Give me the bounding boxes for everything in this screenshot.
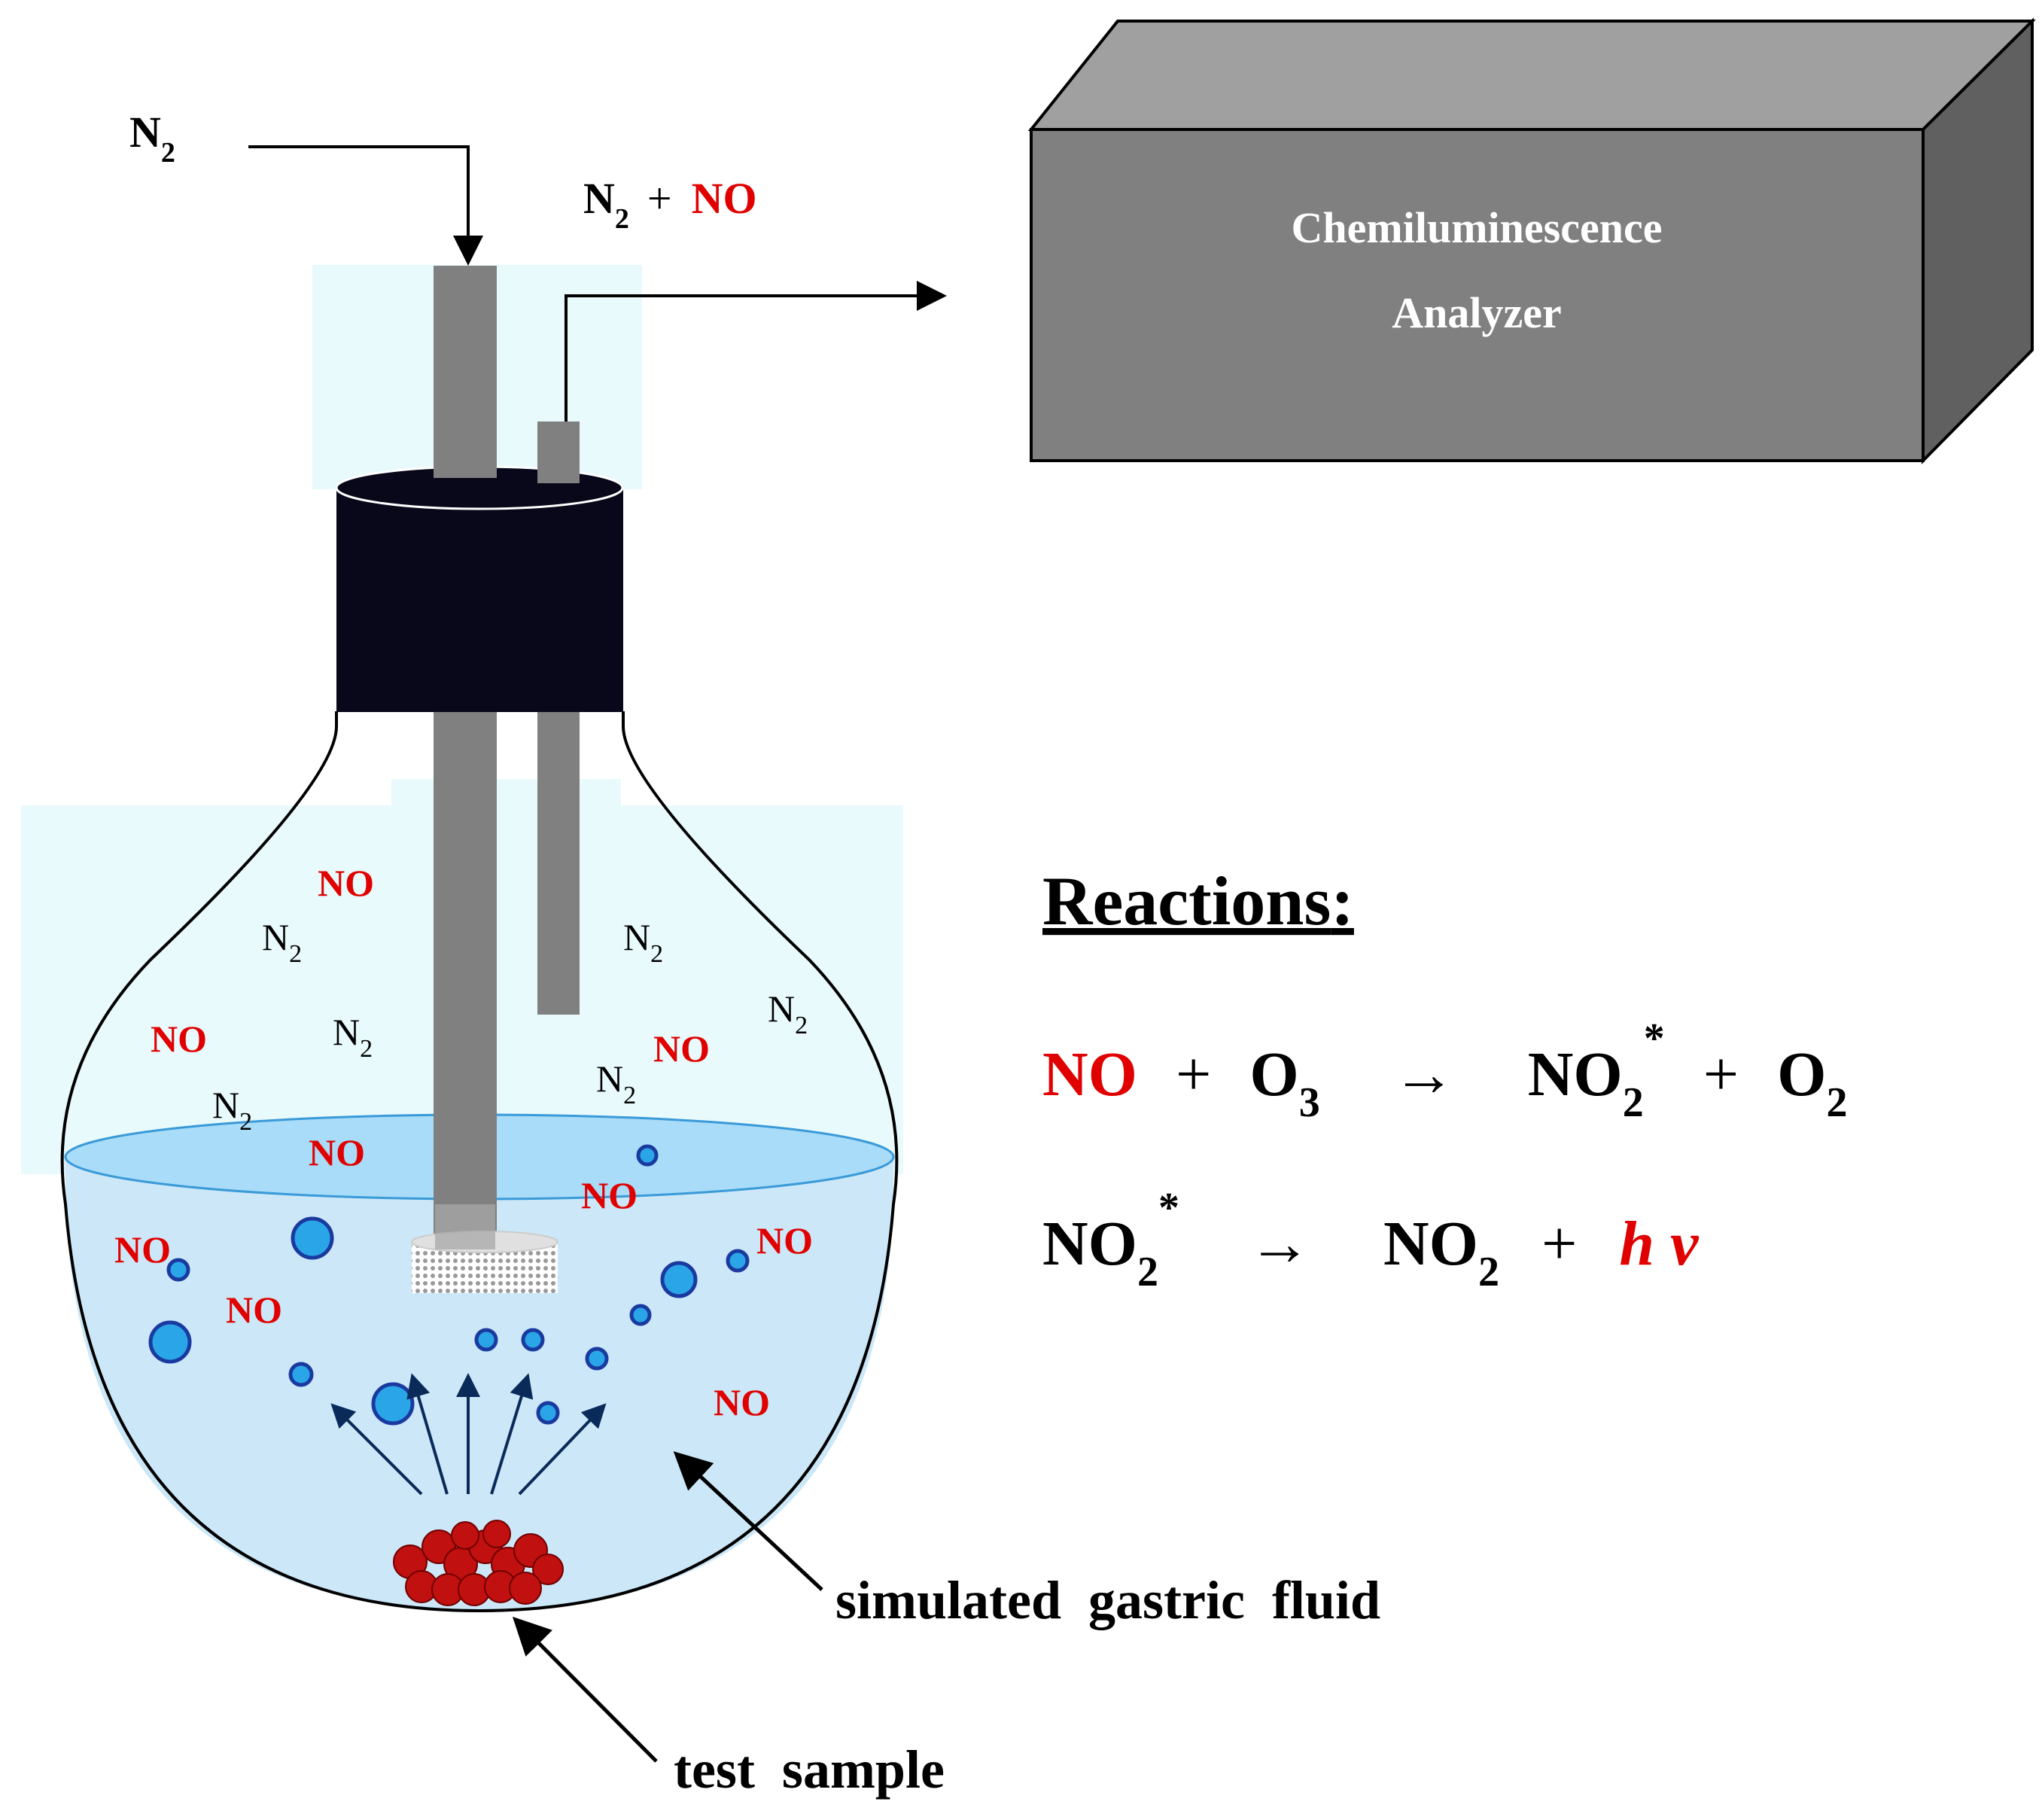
- bubble: [291, 1216, 334, 1260]
- gas-n2-5: N2: [596, 1058, 636, 1109]
- outlet-tube-lower: [537, 712, 580, 1015]
- sample-callout-arrow: [512, 1616, 658, 1763]
- inlet-tube-upper: [434, 266, 497, 478]
- gas-no-4: NO: [309, 1131, 365, 1173]
- bubble: [636, 1144, 659, 1167]
- bubble: [726, 1249, 750, 1273]
- analyzer-top-face: [1027, 20, 2036, 131]
- gas-no-2: NO: [151, 1018, 207, 1060]
- granule: [532, 1554, 564, 1585]
- bubble: [585, 1347, 609, 1371]
- release-arrow: [490, 1373, 534, 1495]
- reaction-equation-1: NO + O3 → NO2* + O2: [1042, 997, 1847, 1131]
- liquid-no-4: NO: [226, 1289, 282, 1331]
- liquid-no-1: NO: [581, 1174, 638, 1216]
- inlet-tube-lower: [434, 712, 497, 1250]
- gas-n2-3: N2: [768, 988, 808, 1039]
- reaction-equation-2: NO2* → NO2 + h ν: [1042, 1166, 1700, 1300]
- analyzer-label-line2: Analyzer: [1392, 288, 1562, 337]
- outlet-gas-line: [565, 281, 947, 422]
- reactions-heading: Reactions:: [1042, 863, 1354, 939]
- gas-n2-6: N2: [212, 1084, 252, 1136]
- inlet-n2-label: N2: [129, 108, 175, 169]
- bubble: [474, 1328, 498, 1352]
- liquid-no-2: NO: [114, 1228, 171, 1271]
- granule: [451, 1521, 479, 1550]
- flask-outline: [60, 711, 899, 1613]
- test-sample-granules: [393, 1520, 564, 1606]
- fluid-caption: simulated gastric fluid: [835, 1570, 1380, 1630]
- release-arrow: [406, 1373, 449, 1495]
- release-arrow: [518, 1403, 607, 1496]
- gas-no-3: NO: [653, 1027, 710, 1070]
- fluid-callout-arrow: [673, 1451, 823, 1591]
- gas-no-1: NO: [318, 862, 374, 904]
- bubble: [629, 1304, 652, 1326]
- gas-n2-2: N2: [623, 916, 663, 968]
- release-arrows: [330, 1373, 607, 1496]
- inlet-gas-line: [248, 145, 483, 266]
- bubble: [660, 1261, 698, 1298]
- bubble: [521, 1328, 545, 1352]
- liquid-no-5: NO: [714, 1381, 770, 1423]
- sparger-tube-end: [435, 1204, 495, 1249]
- analyzer-front-face: [1030, 128, 1925, 462]
- analyzer-label-line1: Chemiluminescence: [1292, 203, 1663, 252]
- outlet-label: N2+NO: [583, 174, 757, 235]
- liquid-no-3: NO: [756, 1219, 813, 1262]
- outlet-tube-upper: [537, 422, 580, 483]
- gas-n2-4: N2: [333, 1011, 373, 1063]
- granule: [482, 1520, 511, 1548]
- bubble: [166, 1258, 190, 1282]
- bubbles: [148, 1144, 750, 1426]
- granule: [509, 1572, 542, 1605]
- bubble: [148, 1320, 192, 1364]
- bubble: [371, 1382, 415, 1426]
- sample-caption: test sample: [674, 1739, 945, 1800]
- bubble: [288, 1362, 314, 1387]
- stopper: [336, 488, 623, 712]
- gas-n2-1: N2: [262, 916, 302, 968]
- release-arrow: [330, 1403, 423, 1496]
- bubble: [536, 1401, 560, 1425]
